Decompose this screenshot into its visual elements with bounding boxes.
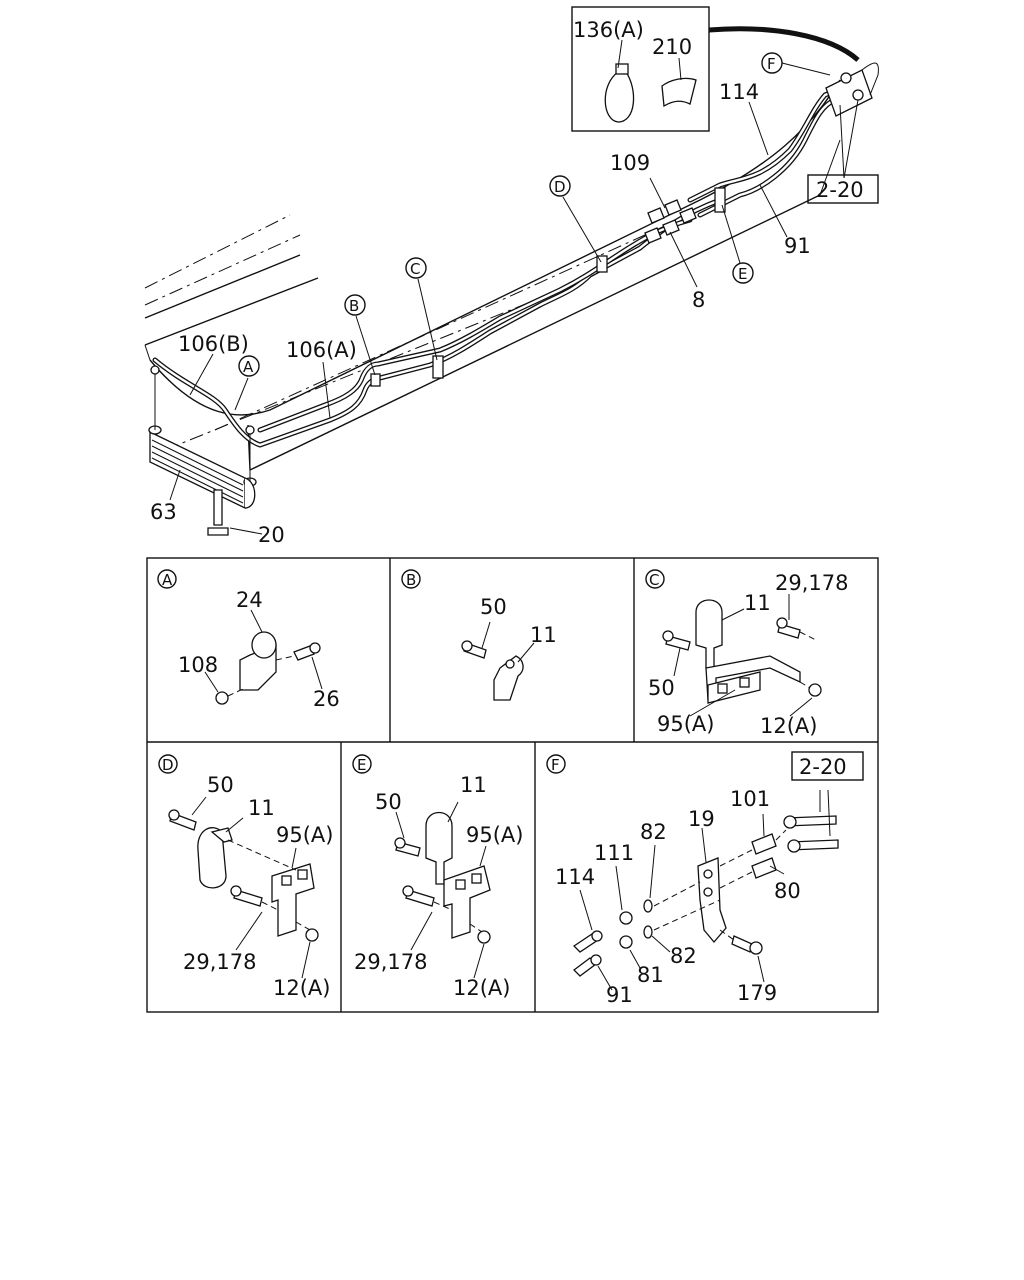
detail-e: E 50 11 95(A) 29,178 12(A) bbox=[352, 754, 523, 1000]
detail-c-label-11: 11 bbox=[744, 591, 771, 615]
detail-e-label-12a: 12(A) bbox=[453, 976, 510, 1000]
svg-text:E: E bbox=[738, 265, 747, 283]
detail-f-label-82-bottom: 82 bbox=[670, 944, 697, 968]
detail-f-ref-box-label: 2-20 bbox=[799, 755, 847, 779]
detail-f-label-91: 91 bbox=[606, 983, 633, 1007]
frame-outline bbox=[144, 79, 841, 471]
clip-d bbox=[596, 255, 608, 273]
detail-c-label-29-178: 29,178 bbox=[775, 571, 848, 595]
callout-106a: 106(A) bbox=[286, 338, 357, 362]
detail-b-label-50: 50 bbox=[480, 595, 507, 619]
view-marker-c: C bbox=[405, 257, 427, 279]
clip-e bbox=[714, 187, 726, 213]
detail-e-label-95a: 95(A) bbox=[466, 823, 523, 847]
detail-f-label-19: 19 bbox=[688, 807, 715, 831]
detail-d: D 50 11 95(A) 29,178 12(A) bbox=[158, 754, 333, 1000]
detail-b: B 50 11 bbox=[401, 569, 557, 701]
detail-a-label-108: 108 bbox=[178, 653, 218, 677]
detail-f-label-81: 81 bbox=[637, 963, 664, 987]
detail-f-label-82-top: 82 bbox=[640, 820, 667, 844]
callout-106b: 106(B) bbox=[178, 332, 249, 356]
svg-text:D: D bbox=[554, 178, 566, 196]
detail-f-label-101: 101 bbox=[730, 787, 770, 811]
view-marker-a: A bbox=[238, 355, 260, 377]
detail-b-label-11: 11 bbox=[530, 623, 557, 647]
svg-text:F: F bbox=[767, 55, 776, 73]
detail-e-label-50: 50 bbox=[375, 790, 402, 814]
callout-20: 20 bbox=[258, 523, 285, 547]
leader-lines bbox=[169, 39, 859, 535]
detail-d-label-50: 50 bbox=[207, 773, 234, 797]
callout-136a: 136(A) bbox=[573, 18, 644, 42]
callout-210: 210 bbox=[652, 35, 692, 59]
detail-c-marker: C bbox=[649, 571, 659, 589]
bolt-20 bbox=[207, 489, 229, 536]
detail-d-label-95a: 95(A) bbox=[276, 823, 333, 847]
ref-box-2-20 bbox=[807, 174, 879, 204]
detail-e-marker: E bbox=[357, 756, 366, 774]
detail-c-label-12a: 12(A) bbox=[760, 714, 817, 738]
detail-grid bbox=[146, 557, 879, 1013]
svg-text:C: C bbox=[410, 260, 420, 278]
detail-d-label-12a: 12(A) bbox=[273, 976, 330, 1000]
svg-text:B: B bbox=[349, 297, 359, 315]
clip-c bbox=[432, 355, 444, 379]
detail-f: F 2-20 bbox=[546, 751, 864, 1007]
main-view: 136(A) 210 114 109 91 8 106(B) 106(A) 63… bbox=[144, 6, 879, 547]
detail-f-ref-box bbox=[791, 751, 864, 781]
callout-109: 109 bbox=[610, 151, 650, 175]
brake-pipe-114 bbox=[257, 82, 863, 433]
detail-c: C 11 29,178 50 95(A) 12(A) bbox=[645, 569, 848, 738]
detail-e-label-29-178: 29,178 bbox=[354, 950, 427, 974]
detail-a-label-26: 26 bbox=[313, 687, 340, 711]
oil-cooler bbox=[148, 365, 257, 510]
view-marker-d: D bbox=[549, 175, 571, 197]
detail-f-label-80: 80 bbox=[774, 879, 801, 903]
view-marker-f: F bbox=[761, 52, 783, 74]
callout-8: 8 bbox=[692, 288, 705, 312]
svg-text:A: A bbox=[243, 358, 254, 376]
detail-d-label-29-178: 29,178 bbox=[183, 950, 256, 974]
detail-a: A 24 108 26 bbox=[157, 569, 340, 711]
detail-a-marker: A bbox=[162, 571, 173, 589]
detail-c-label-50: 50 bbox=[648, 676, 675, 700]
detail-b-marker: B bbox=[406, 571, 416, 589]
view-marker-b: B bbox=[344, 294, 366, 316]
detail-d-marker: D bbox=[162, 756, 174, 774]
detail-f-label-179: 179 bbox=[737, 981, 777, 1005]
clip-b bbox=[370, 373, 381, 387]
detail-e-label-11: 11 bbox=[460, 773, 487, 797]
detail-c-label-95a: 95(A) bbox=[657, 712, 714, 736]
callout-91: 91 bbox=[784, 234, 811, 258]
brake-pipe-106b bbox=[152, 197, 723, 448]
detail-d-label-11: 11 bbox=[248, 796, 275, 820]
detail-f-label-114: 114 bbox=[555, 865, 595, 889]
detail-a-label-24: 24 bbox=[236, 588, 263, 612]
callout-114: 114 bbox=[719, 80, 759, 104]
ref-box-2-20-label: 2-20 bbox=[816, 178, 864, 202]
inset-clip-box bbox=[571, 6, 860, 132]
detail-f-marker: F bbox=[551, 756, 560, 774]
unions bbox=[644, 199, 697, 244]
view-marker-e: E bbox=[732, 262, 754, 284]
connector-block bbox=[825, 62, 879, 117]
detail-f-label-111: 111 bbox=[594, 841, 634, 865]
callout-63: 63 bbox=[150, 500, 177, 524]
